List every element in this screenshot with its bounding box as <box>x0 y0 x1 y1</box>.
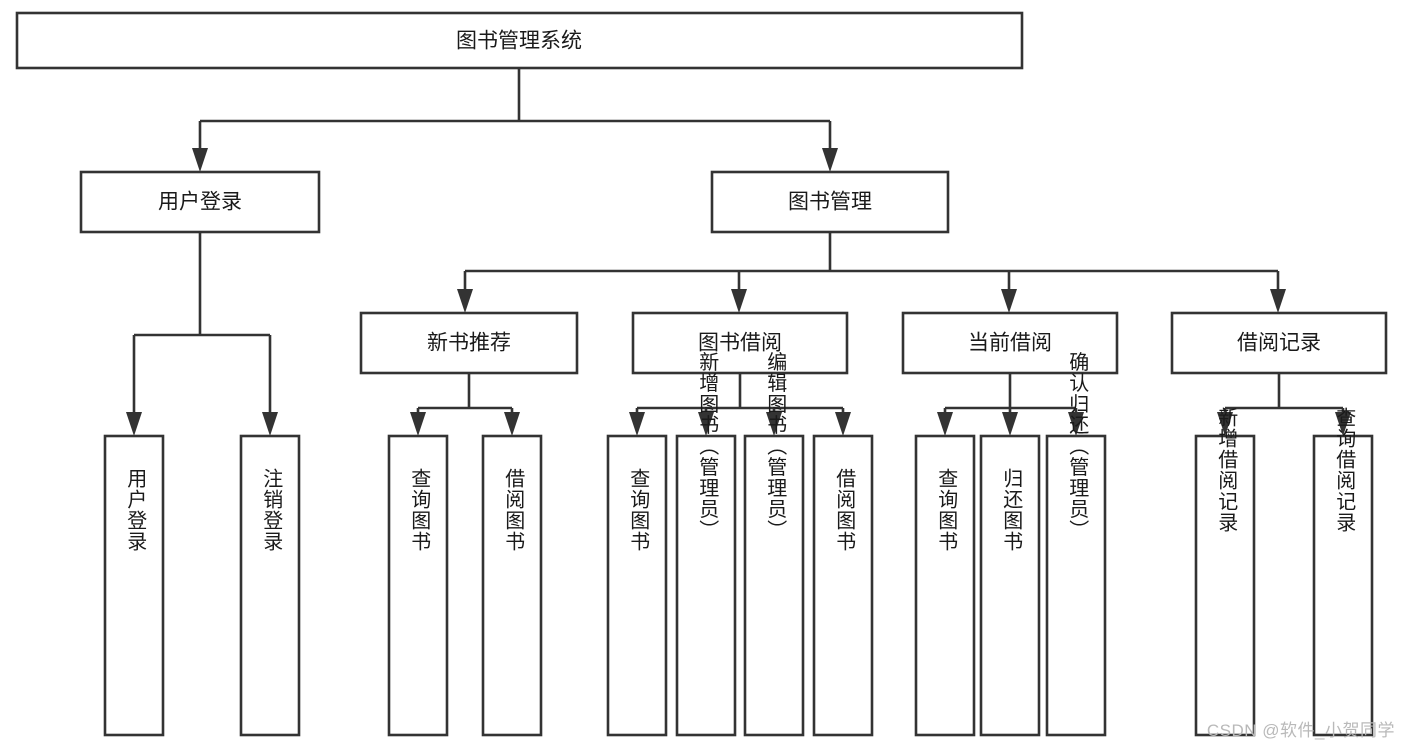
leaf-logout-login-box <box>239 434 301 737</box>
leaf-borrow-book-2[interactable]: 借阅图书 <box>812 434 874 737</box>
leaf-query-record[interactable]: 查询借阅记录 <box>1312 407 1374 737</box>
leaf-return-book[interactable]: 归还图书 <box>979 434 1041 737</box>
leaf-query-book-2-box <box>606 434 668 737</box>
arrowhead-to-leaf-borrow-book-2 <box>835 412 851 436</box>
node-book-management-label: 图书管理 <box>788 191 872 214</box>
leaf-add-book[interactable]: 新增图书（管理员） <box>675 351 737 737</box>
leaf-confirm-return[interactable]: 确认归还（管理员） <box>1045 351 1107 737</box>
node-root-system-box <box>15 11 1024 70</box>
connector-book-borrow-to-leaves <box>635 373 845 416</box>
leaf-confirm-return-label: 确认归还（管理员） <box>1066 351 1089 540</box>
arrowhead-to-leaf-query-book-3 <box>937 412 953 436</box>
node-root-system[interactable]: 图书管理系统 <box>15 11 1024 70</box>
leaf-query-book-2[interactable]: 查询图书 <box>606 434 668 737</box>
connector-user-login-to-leaves <box>132 232 272 416</box>
node-borrow-record-label: 借阅记录 <box>1237 332 1321 355</box>
leaf-query-record-box <box>1312 434 1374 737</box>
arrowhead-to-current-borrow <box>1001 289 1017 313</box>
leaf-user-login-box <box>103 434 165 737</box>
node-book-borrow-label: 图书借阅 <box>698 332 782 355</box>
connector-current-borrow-to-leaves <box>943 373 1078 416</box>
node-user-login[interactable]: 用户登录 <box>79 170 321 234</box>
leaf-add-book-label: 新增图书（管理员） <box>696 351 719 540</box>
node-borrow-record[interactable]: 借阅记录 <box>1170 311 1388 375</box>
node-new-book-recommend-box <box>359 311 579 375</box>
leaf-return-book-label: 归还图书 <box>1000 468 1023 552</box>
leaf-edit-book-box <box>743 434 805 737</box>
leaf-add-record[interactable]: 新增借阅记录 <box>1194 407 1256 737</box>
node-book-management[interactable]: 图书管理 <box>710 170 950 234</box>
arrowhead-to-borrow-record <box>1270 289 1286 313</box>
arrowhead-to-leaf-return-book <box>1002 412 1018 436</box>
leaf-query-book-1-label: 查询图书 <box>408 468 431 552</box>
leaf-add-record-label: 新增借阅记录 <box>1215 407 1238 533</box>
leaf-query-record-label: 查询借阅记录 <box>1333 407 1356 533</box>
node-current-borrow-label: 当前借阅 <box>968 332 1052 355</box>
arrowhead-to-user-login <box>192 148 208 172</box>
leaf-query-book-1[interactable]: 查询图书 <box>387 434 449 737</box>
node-user-login-label: 用户登录 <box>158 191 242 214</box>
arrowhead-to-leaf-borrow-book-1 <box>504 412 520 436</box>
arrowhead-to-leaf-edit-book <box>766 412 782 436</box>
leaf-add-record-box <box>1194 434 1256 737</box>
arrowhead-to-leaf-logout-login <box>262 412 278 436</box>
arrowhead-to-leaf-add-book <box>698 412 714 436</box>
leaf-query-book-3[interactable]: 查询图书 <box>914 434 976 737</box>
leaf-query-book-3-box <box>914 434 976 737</box>
leaf-logout-login-label: 注销登录 <box>260 468 283 552</box>
node-user-login-box <box>79 170 321 234</box>
node-root-system-label: 图书管理系统 <box>456 30 582 53</box>
node-new-book-recommend-label: 新书推荐 <box>427 332 511 355</box>
arrowhead-to-new-book-recommend <box>457 289 473 313</box>
arrowhead-to-leaf-query-book-1 <box>410 412 426 436</box>
arrowhead-to-leaf-query-record <box>1335 412 1351 436</box>
arrowhead-to-book-borrow <box>731 289 747 313</box>
arrowhead-to-leaf-confirm-return <box>1068 412 1084 436</box>
node-book-borrow[interactable]: 图书借阅 <box>631 311 849 375</box>
node-new-book-recommend[interactable]: 新书推荐 <box>359 311 579 375</box>
arrowhead-to-leaf-user-login <box>126 412 142 436</box>
leaf-return-book-box <box>979 434 1041 737</box>
connector-borrow-record-to-leaves <box>1223 373 1345 416</box>
leaf-edit-book-label: 编辑图书（管理员） <box>764 351 787 540</box>
leaf-edit-book[interactable]: 编辑图书（管理员） <box>743 351 805 737</box>
leaf-confirm-return-box <box>1045 434 1107 737</box>
leaf-user-login-label: 用户登录 <box>124 468 147 552</box>
leaf-query-book-2-label: 查询图书 <box>627 468 650 552</box>
connector-new-book-recommend-to-leaves <box>416 373 514 416</box>
node-current-borrow-box <box>901 311 1119 375</box>
node-current-borrow[interactable]: 当前借阅 <box>901 311 1119 375</box>
arrowhead-to-book-management <box>822 148 838 172</box>
leaf-borrow-book-1[interactable]: 借阅图书 <box>481 434 543 737</box>
arrowhead-to-leaf-query-book-2 <box>629 412 645 436</box>
leaf-add-book-box <box>675 434 737 737</box>
leaf-borrow-book-1-box <box>481 434 543 737</box>
leaf-borrow-book-1-label: 借阅图书 <box>502 468 525 552</box>
connector-root-to-level2 <box>198 68 832 152</box>
leaf-borrow-book-2-box <box>812 434 874 737</box>
leaf-borrow-book-2-label: 借阅图书 <box>833 468 856 552</box>
leaf-query-book-3-label: 查询图书 <box>935 468 958 552</box>
leaf-query-book-1-box <box>387 434 449 737</box>
connector-book-management-to-level3 <box>463 232 1280 293</box>
leaf-user-login[interactable]: 用户登录 <box>103 434 165 737</box>
leaf-logout-login[interactable]: 注销登录 <box>239 434 301 737</box>
arrowhead-to-leaf-add-record <box>1217 412 1233 436</box>
